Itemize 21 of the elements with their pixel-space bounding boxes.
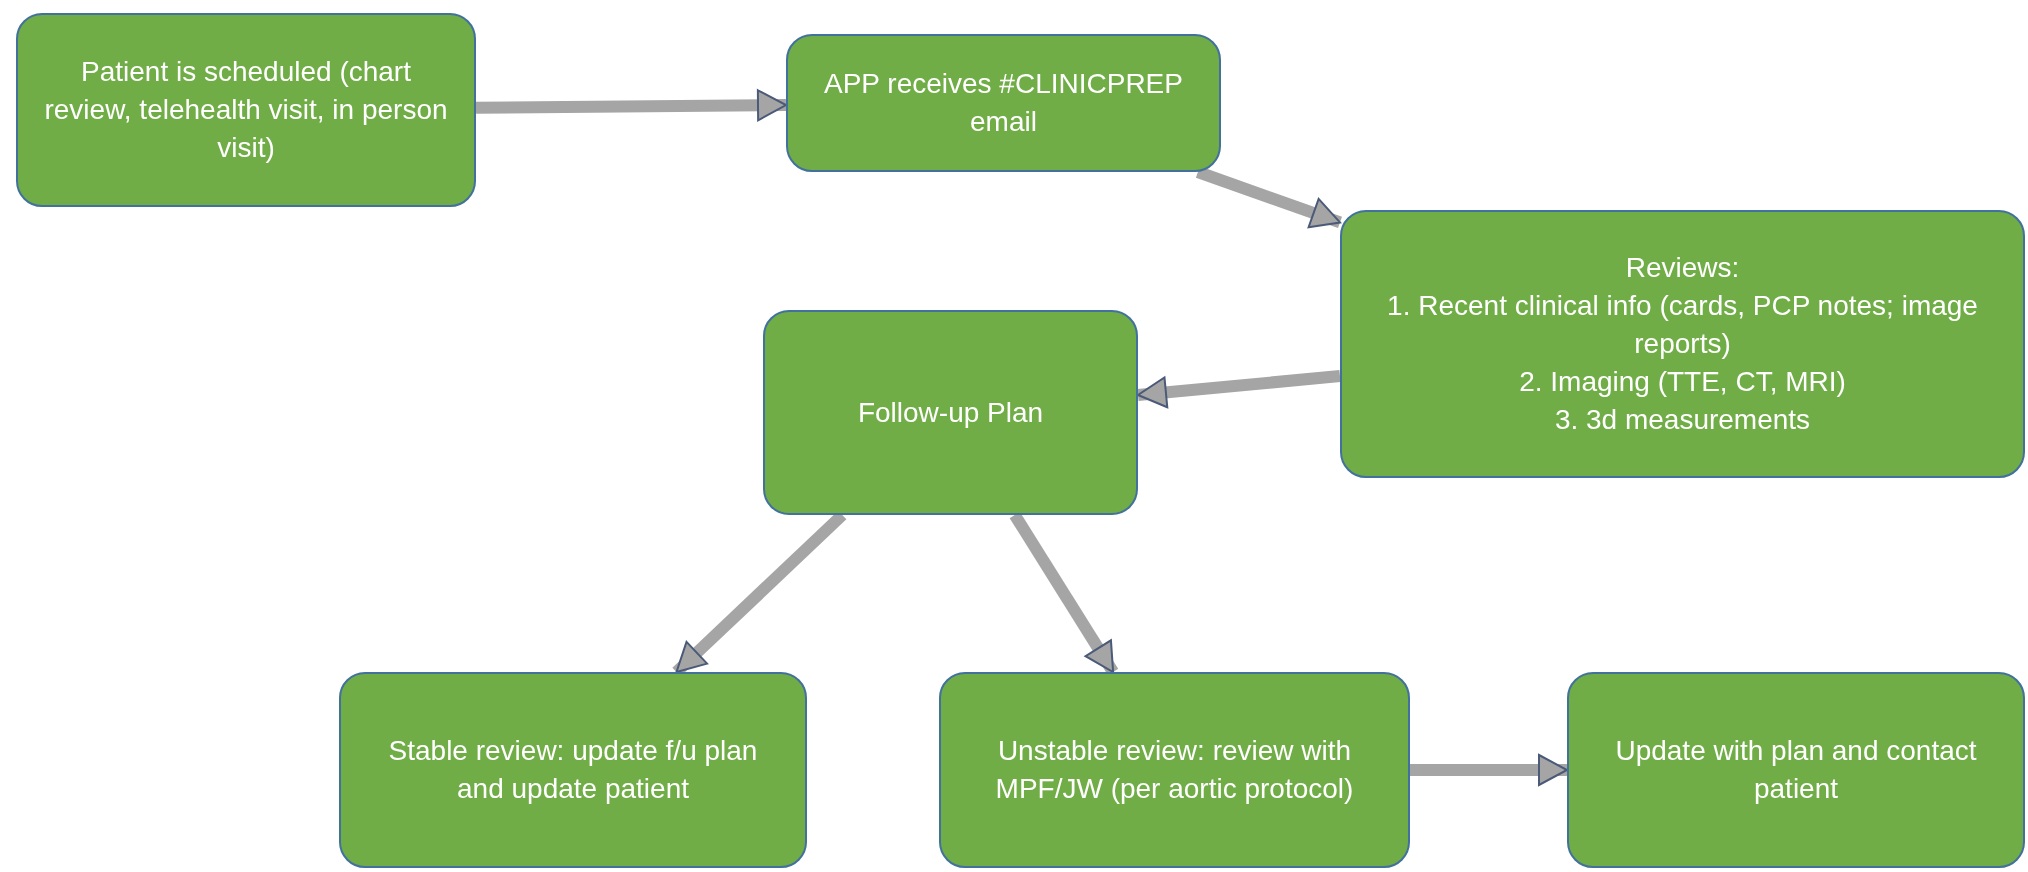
process-box	[763, 310, 1138, 515]
process-box	[1567, 672, 2025, 868]
box-text: Update with plan and contact patient	[1614, 734, 1978, 806]
arrow	[475, 89, 787, 122]
arrow	[1137, 370, 1341, 409]
arrow	[1410, 754, 1568, 786]
list-item: 3. 3d measurements	[1554, 403, 1811, 437]
process-box	[16, 13, 476, 207]
process-box	[339, 672, 807, 868]
box-text: APP receives #CLINICPREP email	[823, 67, 1184, 139]
box-text: Follow-up Plan	[857, 395, 1044, 430]
box-text: Patient is scheduled (chart review, telehealth visit, in person visit)	[43, 55, 449, 165]
box-text: Unstable review: review with MPF/JW (per aortic protocol)	[994, 734, 1355, 806]
list-item: 2. Imaging (TTE, CT, MRI)	[1519, 365, 1846, 399]
box-heading: Reviews:	[1625, 251, 1740, 285]
list-item: 1. Recent clinical info (cards, PCP notes; image reports)	[1386, 289, 1979, 361]
process-box	[786, 34, 1221, 172]
box-text: Stable review: update f/u plan and update patient	[387, 734, 759, 806]
arrow	[1195, 166, 1342, 229]
process-box	[939, 672, 1410, 868]
process-box	[1340, 210, 2025, 478]
